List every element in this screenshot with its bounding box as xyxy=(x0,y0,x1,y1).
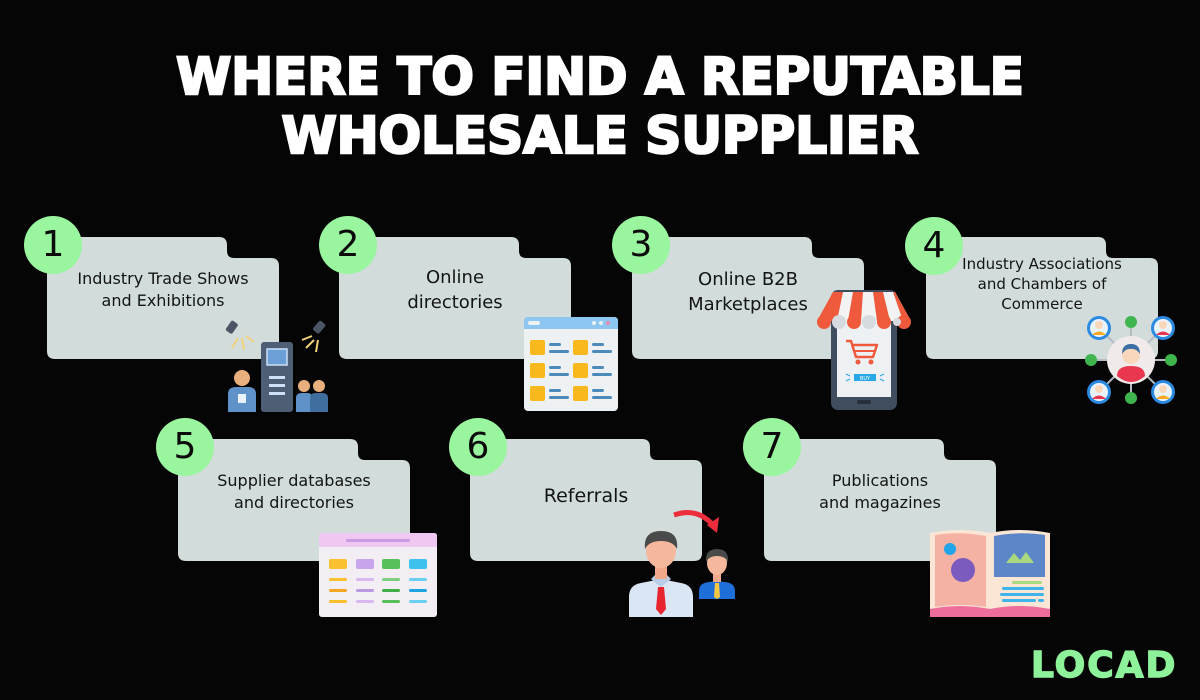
card-label-line: Supplier databases xyxy=(217,471,371,490)
card-label: Industry Trade Shows and Exhibitions xyxy=(47,229,279,351)
page-title: WHERE TO FIND A REPUTABLE WHOLESALE SUPP… xyxy=(0,46,1200,167)
card-background xyxy=(47,237,279,359)
card-label-line: and directories xyxy=(234,493,354,512)
database-table-icon xyxy=(319,533,437,617)
card-background xyxy=(632,237,864,359)
title-line-1: WHERE TO FIND A REPUTABLE xyxy=(175,46,1025,108)
card-label: Online B2B Marketplaces xyxy=(632,231,864,353)
card-label-line: directories xyxy=(407,292,503,313)
number-badge-6: 6 xyxy=(449,418,507,476)
web-directory-icon xyxy=(524,317,618,411)
card-label-line: Industry Trade Shows xyxy=(77,269,249,288)
open-magazine-icon xyxy=(930,530,1050,617)
card-label-line: Commerce xyxy=(1001,295,1083,313)
number-badge-5: 5 xyxy=(156,418,214,476)
card-label: Supplier databases and directories xyxy=(178,431,410,553)
number-badge-3: 3 xyxy=(612,216,670,274)
card-label: Referrals xyxy=(470,435,702,557)
card-label-line: Industry Associations xyxy=(962,255,1122,273)
locad-logo: LOCAD xyxy=(1030,645,1178,686)
number-badge-4: 4 xyxy=(905,217,963,275)
card-label-line: Publications xyxy=(831,471,929,490)
buy-button-label: BUY xyxy=(860,376,871,382)
card-item-2: Online directories xyxy=(339,237,571,359)
referral-people-icon xyxy=(629,510,735,617)
card-label: Industry Associations and Chambers of Co… xyxy=(926,223,1158,345)
card-label-line: and Chambers of xyxy=(977,275,1107,293)
card-label-line: Marketplaces xyxy=(688,294,808,315)
card-background xyxy=(470,439,702,561)
card-item-7: Publications and magazines xyxy=(764,439,996,561)
card-label-line: and magazines xyxy=(819,493,941,512)
card-label-line: Online xyxy=(425,267,485,288)
number-badge-7: 7 xyxy=(743,418,801,476)
number-badge-1: 1 xyxy=(24,216,82,274)
card-label-line: Referrals xyxy=(543,485,629,507)
card-item-6: Referrals xyxy=(470,439,702,561)
card-label: Publications and magazines xyxy=(764,431,996,553)
network-people-icon xyxy=(1085,316,1177,404)
trade-show-booth-icon xyxy=(225,320,328,412)
card-background xyxy=(339,237,571,359)
card-label-line: Online B2B xyxy=(698,269,798,290)
card-background xyxy=(764,439,996,561)
card-item-1: Industry Trade Shows and Exhibitions xyxy=(47,237,279,359)
card-label: Online directories xyxy=(339,229,571,351)
title-line-2: WHOLESALE SUPPLIER xyxy=(280,105,919,167)
card-background xyxy=(178,439,410,561)
card-label-line: and Exhibitions xyxy=(101,291,225,310)
card-item-3: Online B2B Marketplaces xyxy=(632,237,864,359)
number-badge-2: 2 xyxy=(319,216,377,274)
mobile-shop-icon: BUY xyxy=(817,290,911,410)
card-item-5: Supplier databases and directories xyxy=(178,439,410,561)
